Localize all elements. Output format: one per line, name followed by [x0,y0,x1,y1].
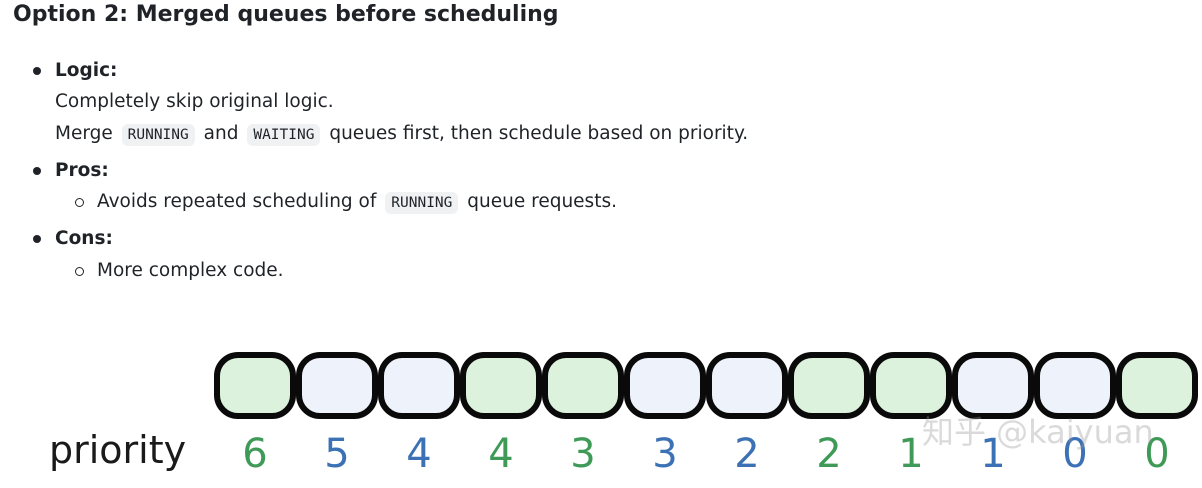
bullet-dot-icon [33,167,41,175]
logic-line-2-suffix: queues first, then schedule based on pri… [329,123,749,144]
priority-value: 3 [652,431,678,477]
pros-item: Avoids repeated scheduling of RUNNING qu… [97,190,617,215]
priority-value: 5 [324,431,350,477]
priority-queue-diagram: priority 6 5 4 4 3 3 2 2 1 1 0 0 知乎 @kaiyuan [0,330,1202,488]
running-code: RUNNING [121,124,195,146]
priority-value: 1 [980,431,1006,477]
queue-request-box [788,352,870,419]
priority-value: 2 [816,431,842,477]
priority-value: 6 [242,431,268,477]
queue-request-box [460,352,542,419]
priority-value: 3 [570,431,596,477]
queue-request-box [542,352,624,419]
queue-request-box [378,352,460,419]
pros-item-suffix: queue requests. [467,191,617,212]
priority-value: 4 [488,431,514,477]
priority-value: 0 [1144,431,1170,477]
queue-request-box [870,352,952,419]
queue-request-box [706,352,788,419]
queue-request-box [952,352,1034,419]
queue-request-box [1034,352,1116,419]
bullet-dot-icon [33,67,41,75]
running-code: RUNNING [385,192,459,214]
bullet-dot-icon [33,235,41,243]
section-heading: Option 2: Merged queues before schedulin… [13,2,559,27]
queue-request-box [1116,352,1198,419]
watermark: 知乎 @kaiyuan [922,413,1154,451]
cons-item: More complex code. [97,260,284,281]
bullet-ring-icon [75,198,84,207]
bullet-ring-icon [75,267,84,276]
queue-request-box [214,352,296,419]
logic-line-2: Merge RUNNING and WAITING queues first, … [55,122,748,147]
queue-request-box [624,352,706,419]
queue-request-box [296,352,378,419]
logic-line-2-prefix: Merge [55,123,113,144]
logic-line-1: Completely skip original logic. [55,91,334,112]
cons-label: Cons: [55,228,113,249]
priority-value: 0 [1062,431,1088,477]
priority-label: priority [49,428,187,472]
pros-label: Pros: [55,160,109,181]
priority-value: 1 [898,431,924,477]
priority-value: 4 [406,431,432,477]
logic-line-2-mid: and [203,123,239,144]
waiting-code: WAITING [247,124,321,146]
priority-value: 2 [734,431,760,477]
logic-label: Logic: [55,60,118,81]
pros-item-prefix: Avoids repeated scheduling of [97,191,377,212]
